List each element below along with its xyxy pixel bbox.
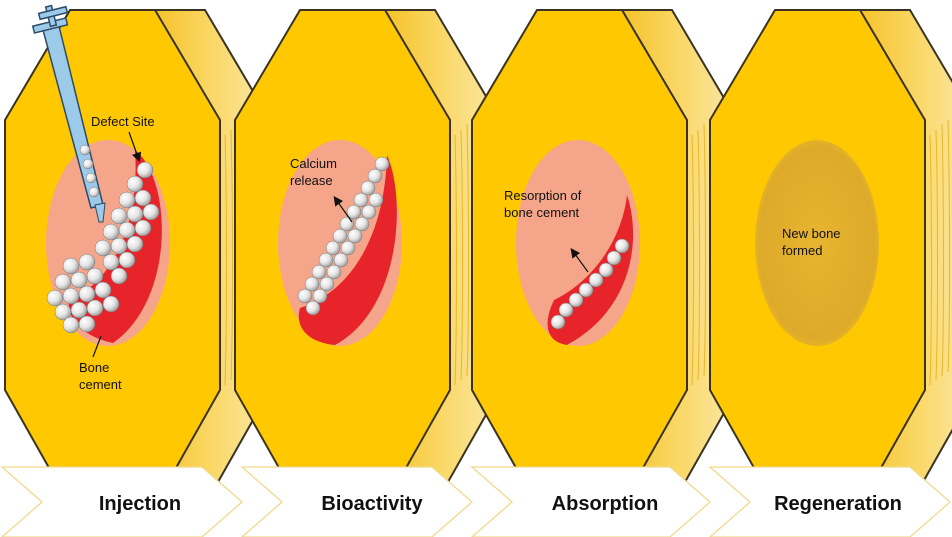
stage-label-absorption: Absorption — [552, 493, 659, 515]
defect-site-label: Defect Site — [91, 114, 155, 129]
panel-absorption: Resorption of bone cement — [472, 10, 737, 505]
panel-injection: Defect Site Bone cement — [5, 6, 270, 505]
stage-label-bioactivity: Bioactivity — [321, 493, 423, 515]
stage-label-regeneration: Regeneration — [774, 493, 902, 515]
panel-bioactivity: Calcium release — [235, 10, 500, 505]
panel-regeneration: New bone formed — [710, 10, 952, 505]
stage-label-injection: Injection — [99, 493, 181, 515]
